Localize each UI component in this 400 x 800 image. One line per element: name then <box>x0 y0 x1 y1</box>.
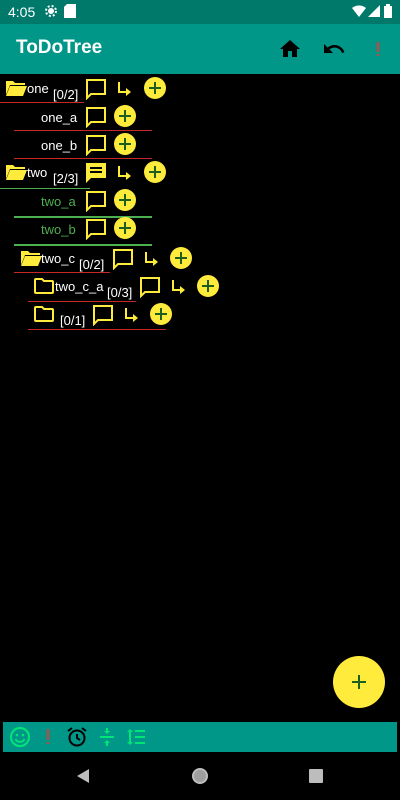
comment-icon[interactable] <box>112 248 134 270</box>
node-label[interactable]: two_c <box>41 251 75 266</box>
row-underline <box>14 130 152 131</box>
wifi-icon <box>352 5 366 17</box>
collapse-all-icon[interactable] <box>95 725 119 749</box>
line-spacing-icon[interactable] <box>124 725 148 749</box>
comment-icon[interactable] <box>85 106 107 128</box>
tree-row[interactable]: [0/1] <box>0 300 400 330</box>
system-navigation-bar <box>0 752 400 800</box>
app-title: ToDoTree <box>16 37 103 58</box>
tree-row[interactable]: two_b <box>0 214 400 246</box>
folder-open-icon[interactable] <box>5 79 27 97</box>
recents-icon[interactable] <box>306 766 326 786</box>
comment-text-icon[interactable] <box>85 162 107 184</box>
undo-icon <box>324 44 345 53</box>
row-underline <box>28 329 166 330</box>
undo-button[interactable] <box>320 35 348 63</box>
smiley-icon[interactable] <box>8 725 32 749</box>
tree-row[interactable]: one_b <box>0 130 400 159</box>
node-label[interactable]: one_b <box>41 138 78 153</box>
comment-icon[interactable] <box>85 190 107 212</box>
row-underline <box>28 301 136 302</box>
folder-open-icon[interactable] <box>20 249 42 267</box>
comment-icon[interactable] <box>85 78 107 100</box>
comment-icon[interactable] <box>85 218 107 240</box>
node-label[interactable]: two <box>27 165 48 180</box>
home-nav-icon[interactable] <box>190 766 210 786</box>
row-underline <box>14 244 152 246</box>
add-child-button[interactable] <box>144 161 166 183</box>
add-child-button[interactable] <box>197 275 219 297</box>
comment-icon[interactable] <box>85 134 107 156</box>
node-progress-count: [0/3] <box>107 285 133 300</box>
status-time: 4:05 <box>8 4 36 20</box>
alarm-icon[interactable] <box>65 725 89 749</box>
add-child-button[interactable] <box>114 133 136 155</box>
add-child-button[interactable] <box>144 77 166 99</box>
subdirectory-arrow-icon[interactable] <box>169 278 189 298</box>
tree-row[interactable]: two_a <box>0 186 400 218</box>
node-progress-count: [0/1] <box>60 313 86 328</box>
row-underline <box>14 216 152 218</box>
status-bar: 4:05 <box>0 0 400 24</box>
home-icon <box>280 40 300 57</box>
node-label[interactable]: two_b <box>41 222 76 237</box>
tree-row[interactable]: two [2/3] <box>0 158 400 189</box>
exclamation-icon <box>377 42 379 56</box>
bottom-toolbar <box>3 722 397 752</box>
folder-open-icon[interactable] <box>5 163 27 181</box>
folder-icon[interactable] <box>34 306 54 322</box>
row-underline <box>0 188 90 189</box>
error-indicator-button[interactable] <box>364 35 392 63</box>
priority-exclamation-icon[interactable] <box>36 725 60 749</box>
subdirectory-arrow-icon[interactable] <box>115 164 135 184</box>
node-label[interactable]: two_a <box>41 194 76 209</box>
sd-card-icon <box>64 4 76 18</box>
tree-row[interactable]: one [0/2] <box>0 74 400 103</box>
add-child-button[interactable] <box>170 247 192 269</box>
tree-row[interactable]: two_c [0/2] <box>0 244 400 273</box>
back-icon[interactable] <box>74 766 94 786</box>
row-underline <box>14 158 152 159</box>
row-underline <box>14 272 110 273</box>
folder-icon[interactable] <box>34 278 54 294</box>
subdirectory-arrow-icon[interactable] <box>115 80 135 100</box>
tree-row[interactable]: two_c_a [0/3] <box>0 272 400 302</box>
node-progress-count: [2/3] <box>53 171 79 186</box>
row-underline <box>0 102 84 103</box>
settings-notification-icon <box>45 5 57 17</box>
add-child-button[interactable] <box>150 303 172 325</box>
node-label[interactable]: two_c_a <box>55 279 104 294</box>
node-label[interactable]: one_a <box>41 110 78 125</box>
add-child-button[interactable] <box>114 105 136 127</box>
comment-icon[interactable] <box>139 276 161 298</box>
app-bar: ToDoTree <box>0 24 400 74</box>
signal-icon <box>368 5 380 17</box>
battery-icon <box>384 4 392 18</box>
add-child-button[interactable] <box>114 217 136 239</box>
tree-row[interactable]: one_a <box>0 102 400 131</box>
add-item-fab[interactable] <box>333 656 385 708</box>
subdirectory-arrow-icon[interactable] <box>142 250 162 270</box>
subdirectory-arrow-icon[interactable] <box>122 306 142 326</box>
comment-icon[interactable] <box>92 304 114 326</box>
node-label[interactable]: one <box>27 81 49 96</box>
node-progress-count: [0/2] <box>79 257 105 272</box>
home-button[interactable] <box>276 35 304 63</box>
node-progress-count: [0/2] <box>53 87 79 102</box>
add-child-button[interactable] <box>114 189 136 211</box>
